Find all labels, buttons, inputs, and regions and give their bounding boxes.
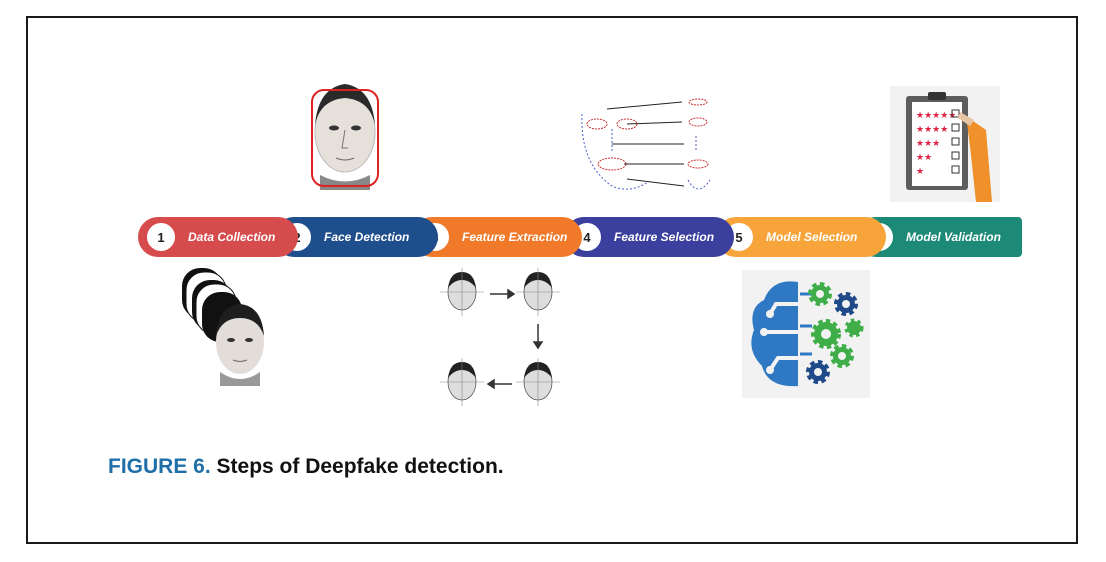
- figure-label: FIGURE 6.: [108, 455, 211, 478]
- step-2-label: Face Detection: [324, 230, 410, 244]
- svg-text:★★: ★★: [916, 152, 932, 162]
- face-alignment-icon: [440, 262, 570, 412]
- checklist-icon: ★★★★★ ★★★★ ★★★ ★★ ★: [890, 86, 1000, 202]
- step-3: 3 Feature Extraction: [412, 217, 582, 257]
- step-5-label: Model Selection: [766, 230, 858, 244]
- step-4-label: Feature Selection: [614, 230, 715, 244]
- steps-bar: 1 Data Collection 2 Face Detection 3 Fea…: [138, 217, 1022, 257]
- step-2: 2 Face Detection: [274, 217, 438, 257]
- step-5: 5 Model Selection: [716, 217, 886, 257]
- face-stack-icon: [178, 262, 273, 386]
- step-1-number: 1: [144, 220, 178, 254]
- face-detection-icon: [300, 70, 390, 190]
- svg-text:★: ★: [916, 166, 924, 176]
- svg-text:★★★: ★★★: [916, 138, 940, 148]
- step-1-label: Data Collection: [188, 230, 276, 244]
- svg-text:★★★★★: ★★★★★: [916, 110, 956, 120]
- step-1: 1 Data Collection: [138, 217, 298, 257]
- step-4: 4 Feature Selection: [564, 217, 734, 257]
- figure-caption: FIGURE 6. Steps of Deepfake detection.: [108, 455, 504, 479]
- step-3-label: Feature Extraction: [462, 230, 568, 244]
- caption-text: Steps of Deepfake detection.: [216, 455, 504, 478]
- svg-text:★★★★: ★★★★: [916, 124, 948, 134]
- brain-gears-icon: [742, 270, 870, 398]
- step-6-label: Model Validation: [906, 230, 1001, 244]
- facial-landmarks-icon: [572, 94, 722, 194]
